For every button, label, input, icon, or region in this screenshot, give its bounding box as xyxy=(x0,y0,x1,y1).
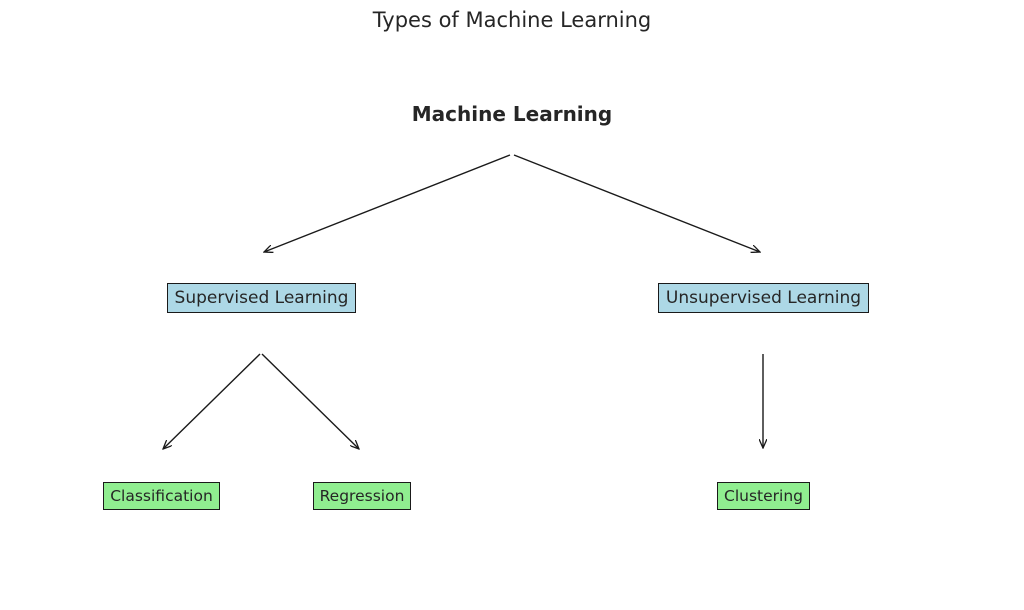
arrow-supervised-to-classification xyxy=(163,353,261,449)
arrow-supervised-to-regression xyxy=(261,353,359,449)
arrow-root-to-unsupervised xyxy=(513,154,760,252)
node-supervised-learning: Supervised Learning xyxy=(167,283,356,313)
node-classification: Classification xyxy=(103,482,220,510)
diagram-title: Types of Machine Learning xyxy=(372,8,652,32)
arrow-root-to-supervised xyxy=(264,154,511,252)
node-clustering: Clustering xyxy=(717,482,810,510)
node-unsupervised-learning: Unsupervised Learning xyxy=(658,283,869,313)
node-regression: Regression xyxy=(313,482,411,510)
root-node-machine-learning: Machine Learning xyxy=(411,102,613,126)
